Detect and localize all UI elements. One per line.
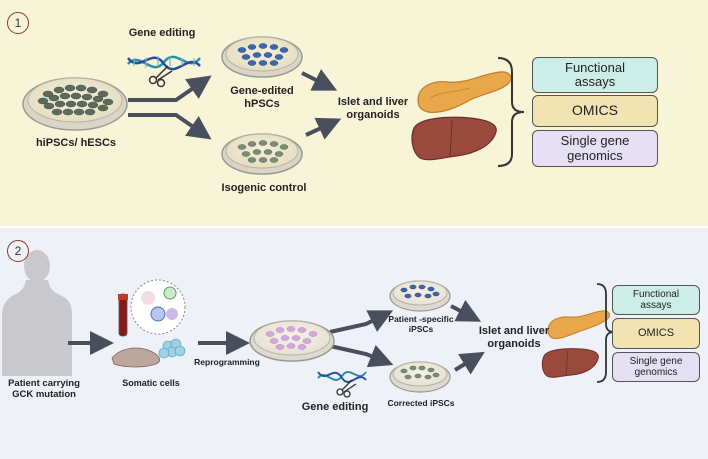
outcome-functional-assays: Functional assays [532,57,658,93]
patient-silhouette [2,250,72,376]
corrected-ipsc-label: Corrected iPSCs [387,398,455,408]
dna-scissors-icon [127,55,201,88]
reprogramming-label: Reprogramming [194,357,260,367]
organoids-label-2: Islet and liver organoids [478,325,550,350]
organoids-label: Islet and liver organoids [337,96,409,121]
source-cells-label: hiPSCs/ hESCs [35,137,117,149]
liver-icon [411,116,497,161]
gene-edited-label: Gene-edited hPSCs [230,85,294,110]
panel-1-number: 1 [7,12,29,34]
isogenic-control-dish [221,133,303,175]
panel-2 [0,228,708,459]
patient-ipsc-dish [389,280,451,312]
corrected-ipsc-dish [389,361,451,393]
dna-scissors-icon-2 [317,371,367,398]
gene-editing-label-2: Gene editing [301,401,369,413]
patient-ipsc-label: Patient -specific iPSCs [388,314,454,334]
isogenic-control-label: Isogenic control [221,182,307,194]
outcome-single-gene-genomics-2: Single gene genomics [612,352,700,382]
panel1-arrows [128,69,342,140]
panel-2-number: 2 [7,240,29,262]
panel2-arrows [68,299,485,375]
somatic-cells-label: Somatic cells [122,378,180,388]
reprogrammed-dish [249,320,335,362]
brace-panel1 [497,57,525,167]
outcome-omics: OMICS [532,95,658,127]
pancreas-icon [417,71,512,113]
liver-icon-2 [541,348,599,378]
outcome-functional-assays-2: Functional assays [612,285,700,315]
source-dish [22,77,128,131]
outcome-single-gene-genomics: Single gene genomics [532,130,658,167]
outcome-omics-2: OMICS [612,318,700,349]
gene-edited-dish [221,36,303,78]
gene-editing-label: Gene editing [128,27,196,39]
patient-label: Patient carrying GCK mutation [8,378,80,400]
somatic-cells [111,279,186,368]
